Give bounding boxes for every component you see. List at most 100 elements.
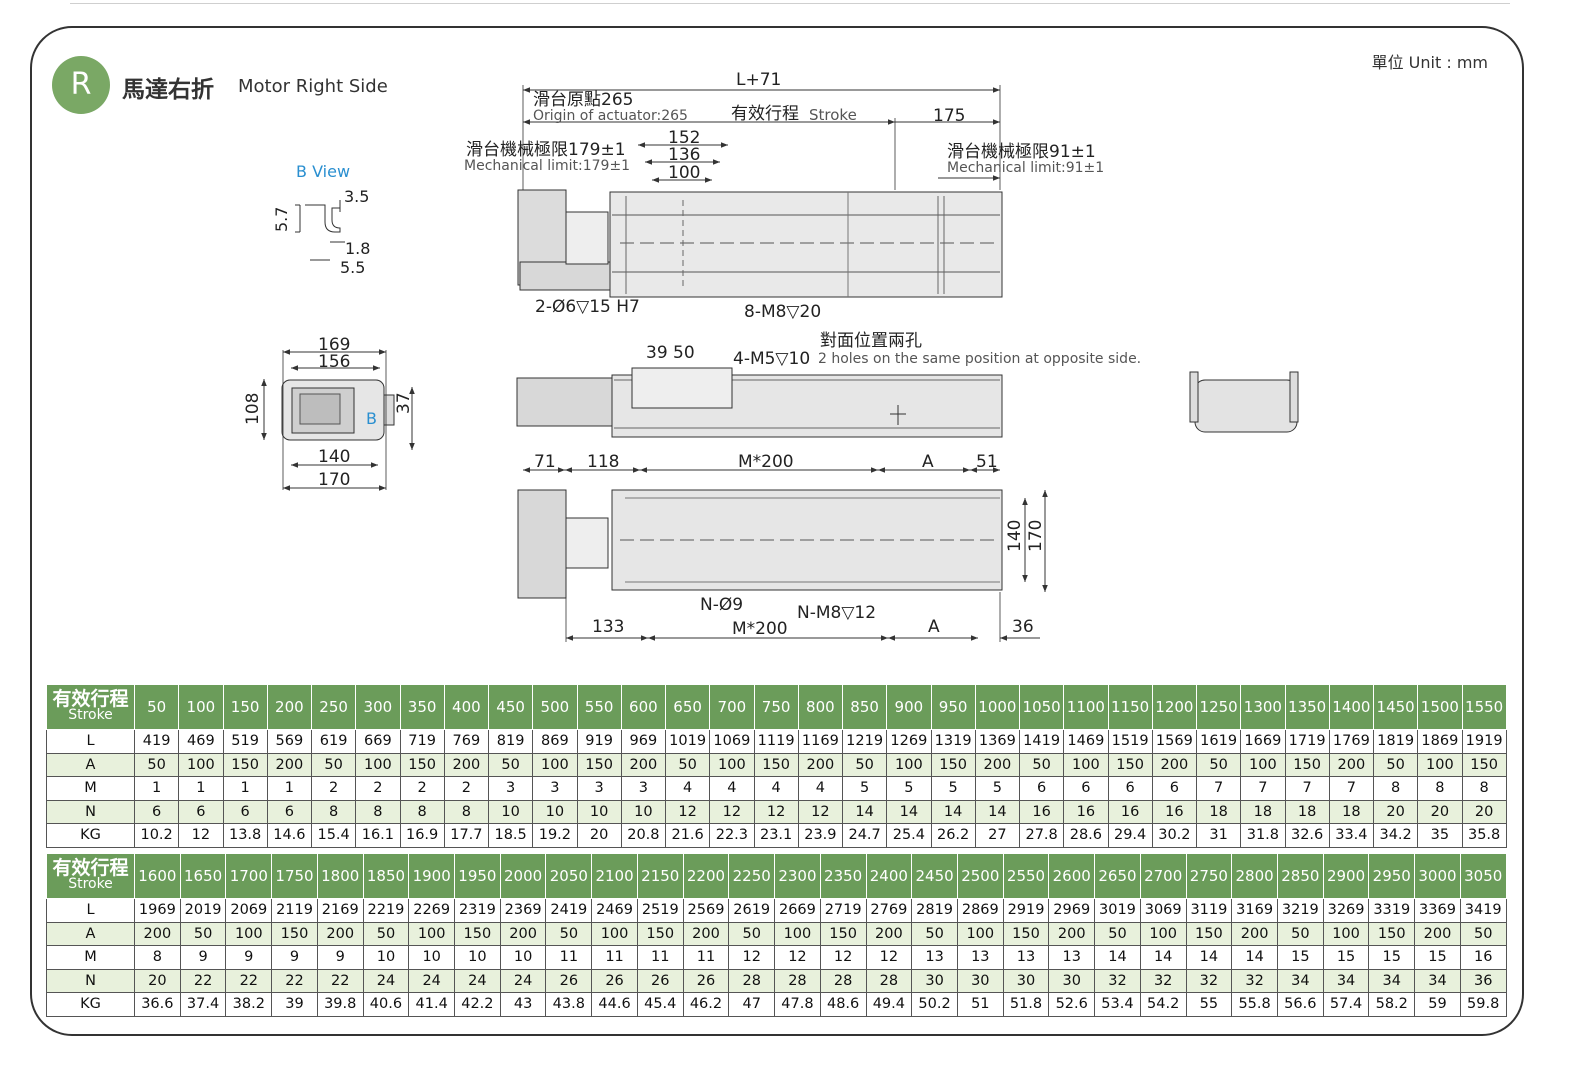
table-cell: 15	[1322, 945, 1370, 970]
b-marker: B	[366, 409, 377, 428]
stroke-cell: 2950	[1368, 853, 1416, 899]
row-label: M	[46, 776, 135, 801]
stroke-cell: 850	[841, 684, 888, 730]
table-cell: 2	[310, 776, 357, 801]
table-cell: 969	[620, 729, 667, 754]
stroke-cell: 1800	[316, 853, 364, 899]
table-cell: 44.6	[591, 992, 638, 1017]
table-cell: 24	[362, 968, 410, 993]
dim-108: 108	[243, 393, 263, 425]
section-title-cn: 馬達右折	[122, 77, 214, 103]
table-cell: 13	[1048, 945, 1096, 970]
table-cell: 10	[408, 945, 456, 970]
table-cell: 12	[865, 945, 913, 970]
table-cell: 9	[316, 945, 364, 970]
table-cell: 3219	[1276, 898, 1324, 923]
row-label: L	[46, 898, 135, 923]
table-cell: 28	[774, 968, 821, 993]
dim-140-bottom: 140	[1005, 520, 1025, 552]
table-cell: 2569	[682, 898, 730, 923]
table-cell: 200	[1231, 921, 1278, 946]
dim-140-end: 140	[318, 447, 350, 467]
table-cell: 50	[545, 921, 593, 946]
table-cell: 50	[1018, 752, 1065, 777]
table-cell: 3	[532, 776, 578, 801]
table-cell: 2819	[911, 898, 958, 923]
table-cell: 8	[310, 799, 357, 824]
table-cell: 11	[545, 945, 593, 970]
opposite-holes-en: 2 holes on the same position at opposite…	[818, 351, 1141, 367]
table-cell: 100	[1322, 921, 1370, 946]
row-label: M	[46, 945, 135, 970]
table-cell: 27.8	[1018, 823, 1065, 848]
table-cell: 200	[316, 921, 364, 946]
table-cell: 1	[222, 776, 268, 801]
dim-a-top: A	[922, 452, 934, 472]
table-cell: 10	[620, 799, 667, 824]
table-cell: 14	[930, 799, 976, 824]
table-cell: 26	[682, 968, 730, 993]
table-cell: 30	[1048, 968, 1096, 993]
table-cell: 36	[1459, 968, 1507, 993]
table-cell: 15	[1368, 945, 1416, 970]
stroke-cell: 2050	[545, 853, 593, 899]
table-cell: 1619	[1195, 729, 1242, 754]
table-cell: 719	[399, 729, 445, 754]
stroke-cell: 600	[620, 684, 667, 730]
table-cell: 100	[532, 752, 578, 777]
table-cell: 6	[1151, 776, 1198, 801]
dim-1-8: 1.8	[345, 239, 370, 258]
table-cell: 819	[487, 729, 534, 754]
dim-152: 152	[668, 128, 700, 148]
table-cell: 20	[134, 968, 181, 993]
table-cell: 30	[911, 968, 958, 993]
table-cell: 1119	[753, 729, 799, 754]
table-cell: 2269	[408, 898, 456, 923]
stroke-cell: 2700	[1139, 853, 1187, 899]
table-cell: 1469	[1063, 729, 1109, 754]
section-badge: R	[52, 56, 110, 114]
table-cell: 150	[1368, 921, 1416, 946]
hole-n-m8: N-M8▽12	[797, 603, 876, 623]
table-cell: 9	[179, 945, 227, 970]
table-cell: 16.1	[355, 823, 401, 848]
table-cell: 1819	[1372, 729, 1419, 754]
top-view-actuator	[517, 189, 1003, 298]
stroke-cell: 1600	[134, 853, 181, 899]
table-cell: 32	[1231, 968, 1278, 993]
table-cell: 2669	[774, 898, 821, 923]
table-cell: 150	[930, 752, 976, 777]
table-cell: 3169	[1231, 898, 1278, 923]
table-cell: 30	[1002, 968, 1050, 993]
table-cell: 12	[819, 945, 867, 970]
stroke-cell: 1350	[1284, 684, 1330, 730]
table-cell: 47	[728, 992, 776, 1017]
table-cell: 36.6	[134, 992, 181, 1017]
table-cell: 200	[620, 752, 667, 777]
table-cell: 57.4	[1322, 992, 1370, 1017]
technical-drawing: B View 3.5 5.7 1.8 5.5 169 156 108 37 B …	[243, 70, 1299, 642]
table-cell: 1569	[1151, 729, 1198, 754]
table-cell: 100	[591, 921, 638, 946]
stroke-cell: 2550	[1002, 853, 1050, 899]
stroke-cell: 2500	[956, 853, 1004, 899]
table-cell: 6	[178, 799, 224, 824]
table-cell: 30	[956, 968, 1004, 993]
table-cell: 1919	[1461, 729, 1507, 754]
table-cell: 150	[1002, 921, 1050, 946]
table-cell: 200	[266, 752, 313, 777]
stroke-cell: 950	[930, 684, 976, 730]
table-cell: 51	[956, 992, 1004, 1017]
table-cell: 50	[1094, 921, 1141, 946]
stroke-cell: 1400	[1328, 684, 1375, 730]
table-cell: 3069	[1139, 898, 1187, 923]
table-cell: 3	[487, 776, 534, 801]
table-cell: 28	[819, 968, 867, 993]
side-view-actuator	[516, 367, 1003, 438]
table-cell: 1519	[1107, 729, 1153, 754]
table-cell: 200	[134, 921, 181, 946]
table-cell: 16.9	[399, 823, 445, 848]
